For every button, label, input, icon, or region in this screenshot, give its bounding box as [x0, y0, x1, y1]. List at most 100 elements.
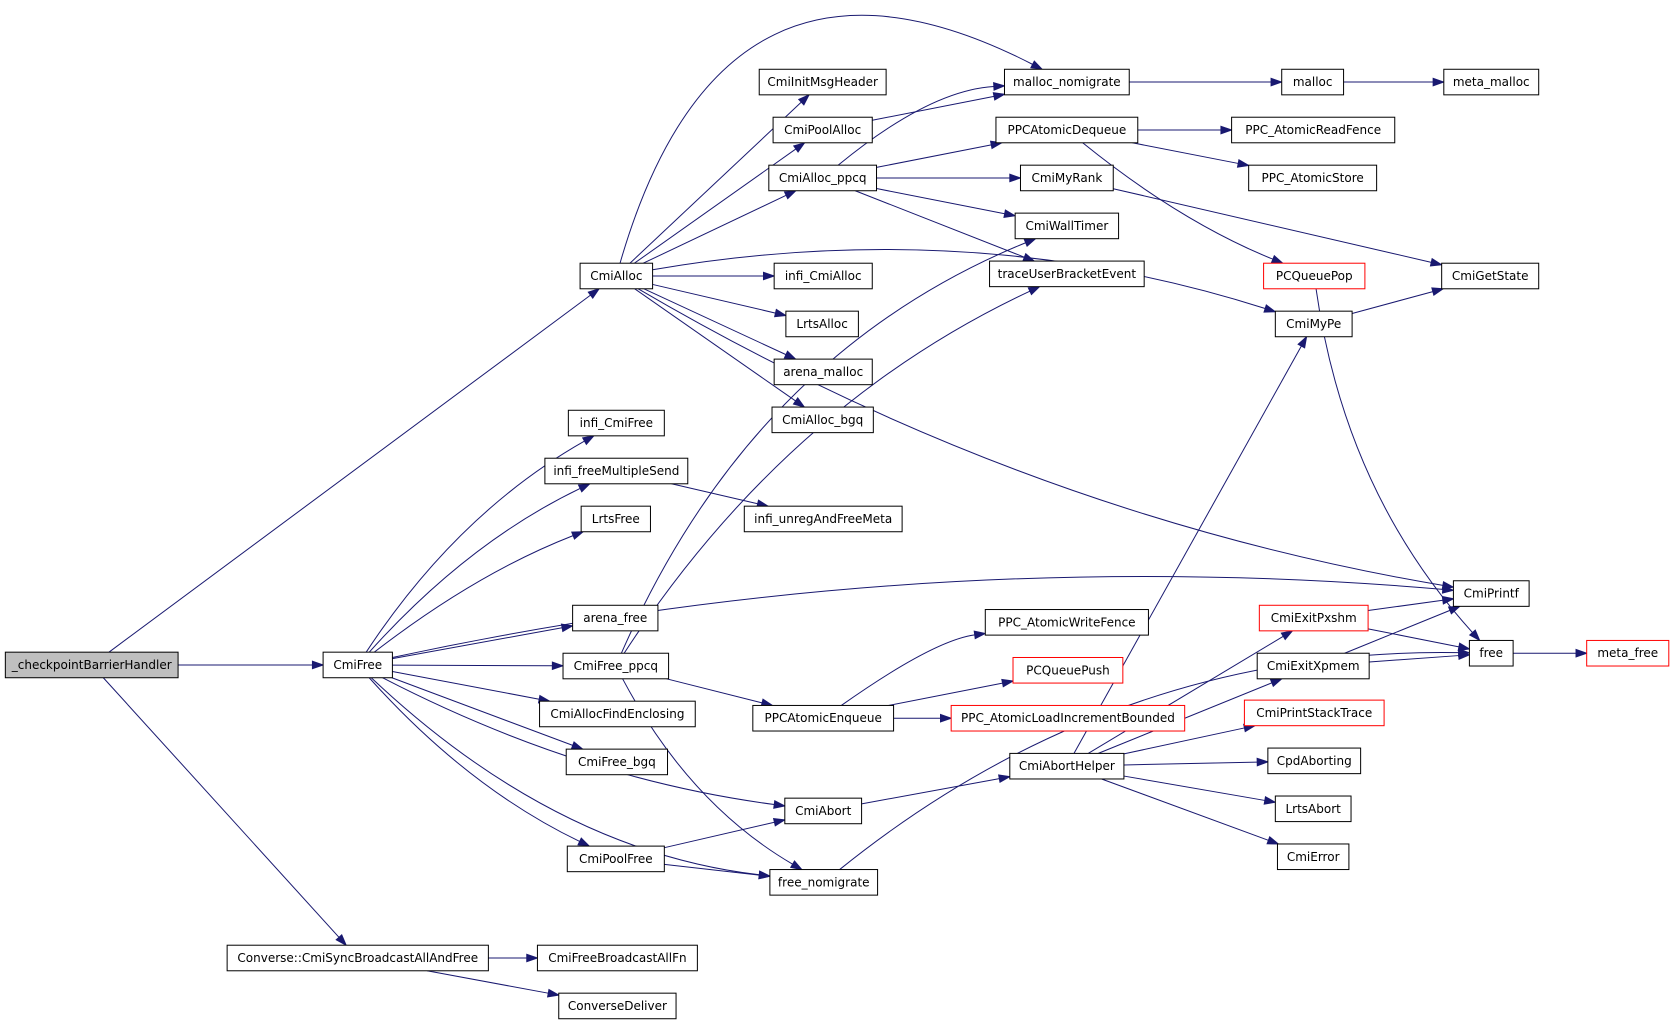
node-box	[1012, 656, 1124, 684]
edge-line	[368, 677, 580, 842]
node-arena_malloc[interactable]: arena_malloc	[773, 358, 873, 386]
node-malloc_nomigrate[interactable]: malloc_nomigrate	[1003, 68, 1130, 96]
arrowhead-icon	[772, 818, 787, 827]
node-box	[1019, 164, 1114, 192]
arrowhead-icon	[1447, 605, 1462, 615]
edge-line	[637, 288, 1443, 586]
node-box	[1009, 752, 1125, 780]
node-cmiwalltimer[interactable]: CmiWallTimer	[1014, 212, 1120, 240]
node-cmiallocfindenclosing[interactable]: CmiAllocFindEnclosing	[539, 700, 696, 728]
node-cmifreebcastallfn[interactable]: CmiFreeBroadcastAllFn	[536, 944, 698, 972]
node-lrtsalloc[interactable]: LrtsAlloc	[785, 310, 859, 338]
node-box	[580, 505, 651, 533]
node-infi_cmifree[interactable]: infi_CmiFree	[567, 409, 665, 437]
node-cmimyrank[interactable]: CmiMyRank	[1019, 164, 1114, 192]
node-cmifree_ppcq[interactable]: CmiFree_ppcq	[562, 652, 670, 680]
node-cpdaborting[interactable]: CpdAborting	[1267, 747, 1362, 775]
node-cmiabort[interactable]: CmiAbort	[784, 797, 863, 825]
node-cmiprintstacktrace[interactable]: CmiPrintStackTrace	[1243, 699, 1385, 727]
node-cmialloc_bgq[interactable]: CmiAlloc_bgq	[771, 406, 874, 434]
node-infi_freemultiplesend[interactable]: infi_freeMultipleSend	[544, 457, 689, 485]
node-cmigetstate[interactable]: CmiGetState	[1441, 262, 1540, 290]
node-cmifree_bgq[interactable]: CmiFree_bgq	[565, 748, 669, 776]
node-cmiexitxpmem[interactable]: CmiExitXpmem	[1256, 652, 1370, 680]
node-lrtsfree[interactable]: LrtsFree	[580, 505, 651, 533]
node-tracebracket[interactable]: traceUserBracketEvent	[989, 260, 1145, 288]
node-conversedeliver[interactable]: ConverseDeliver	[558, 992, 677, 1020]
node-lrtsabort[interactable]: LrtsAbort	[1274, 795, 1352, 823]
arrowhead-icon	[1266, 835, 1280, 845]
node-free[interactable]: free	[1468, 639, 1514, 667]
node-label: malloc_nomigrate	[1013, 75, 1121, 89]
edge-line	[643, 288, 787, 356]
node-ppc_atomicreadfence[interactable]: PPC_AtomicReadFence	[1231, 116, 1396, 144]
edge-line	[837, 85, 994, 166]
node-ppc_atomicstore[interactable]: PPC_AtomicStore	[1248, 164, 1378, 192]
node-box	[1276, 843, 1350, 871]
node-cmimype[interactable]: CmiMyPe	[1274, 310, 1353, 338]
node-box	[1443, 68, 1540, 96]
node-ppc_loadincbounded[interactable]: PPC_AtomicLoadIncrementBounded	[950, 704, 1186, 732]
node-cmipoolfree[interactable]: CmiPoolFree	[566, 845, 665, 873]
node-cmifree[interactable]: CmiFree	[322, 651, 393, 679]
edge-ppcatomicdequeue-to-ppc_atomicstore	[1132, 142, 1251, 168]
edge-cmiexitxpmem-to-cmiprintf	[1344, 605, 1462, 654]
node-pcqueuepush[interactable]: PCQueuePush	[1012, 656, 1124, 684]
edge-cmifree-to-cmiprintf	[392, 576, 1455, 658]
node-ppc_atomicwritefence[interactable]: PPC_AtomicWriteFence	[984, 609, 1149, 636]
node-label: CmiAbortHelper	[1019, 759, 1115, 773]
edge-line	[1113, 188, 1432, 263]
node-ppcatomicdequeue[interactable]: PPCAtomicDequeue	[995, 116, 1139, 144]
node-box	[769, 869, 879, 896]
node-checkpoint[interactable]: _checkpointBarrierHandler	[4, 651, 179, 679]
arrowhead-icon	[311, 660, 325, 670]
edge-line	[664, 821, 775, 849]
edge-cmipoolalloc-to-malloc_nomigrate	[872, 92, 1006, 121]
arrowhead-icon	[1009, 173, 1022, 183]
arrowhead-icon	[1263, 795, 1277, 805]
node-pcqueuepop[interactable]: PCQueuePop	[1263, 262, 1366, 290]
function-nodes: _checkpointBarrierHandler CmiAllocCmiFree…	[4, 68, 1670, 1020]
edge-infi_freemultiplesend-to-infi_unregandfreemeta	[671, 483, 770, 508]
edge-line	[1368, 599, 1443, 612]
edge-line	[634, 288, 796, 402]
node-cmiaborthelper[interactable]: CmiAbortHelper	[1009, 752, 1125, 780]
edge-cmialloc-to-malloc_nomigrate	[619, 14, 1044, 264]
edge-line	[855, 190, 1025, 258]
edge-line	[1315, 288, 1473, 633]
node-syncbcast[interactable]: Converse::CmiSyncBroadcastAllAndFree	[226, 944, 489, 972]
edge-cmipoolfree-to-free_nomigrate	[664, 863, 772, 880]
node-infi_unregandfreemeta[interactable]: infi_unregAndFreeMeta	[743, 505, 903, 533]
node-malloc[interactable]: malloc	[1281, 68, 1345, 96]
node-box	[579, 262, 654, 290]
node-cmiprintf[interactable]: CmiPrintf	[1452, 580, 1530, 607]
node-cmiexitpxshm[interactable]: CmiExitPxshm	[1258, 604, 1369, 632]
edge-cmifree-to-cmifree_ppcq	[392, 661, 565, 671]
node-meta_free[interactable]: meta_free	[1586, 639, 1670, 667]
node-cmialloc[interactable]: CmiAlloc	[579, 262, 654, 290]
node-meta_malloc[interactable]: meta_malloc	[1443, 68, 1540, 96]
arrowhead-icon	[1429, 257, 1444, 267]
edge-line	[652, 283, 776, 314]
edge-cmialloc_ppcq-to-ppcatomicdequeue	[876, 140, 1004, 168]
node-cmialloc_ppcq[interactable]: CmiAlloc_ppcq	[768, 164, 878, 192]
node-label: malloc	[1293, 75, 1333, 89]
node-box	[743, 505, 903, 533]
node-label: LrtsAlloc	[796, 317, 847, 331]
node-ppcatomicenqueue[interactable]: PPCAtomicEnqueue	[752, 704, 895, 732]
node-box	[322, 651, 393, 679]
node-infi_cmialloc[interactable]: infi_CmiAlloc	[773, 262, 873, 290]
edge-line	[368, 487, 581, 653]
node-label: CmiExitPxshm	[1271, 611, 1357, 625]
node-label: PPCAtomicDequeue	[1007, 123, 1126, 137]
edge-cmialloc-to-cmipoolalloc	[634, 141, 806, 264]
node-cmierror[interactable]: CmiError	[1276, 843, 1350, 871]
node-arena_free[interactable]: arena_free	[572, 604, 659, 632]
node-cmiinitmsgheader[interactable]: CmiInitMsgHeader	[758, 68, 887, 96]
node-cmipoolalloc[interactable]: CmiPoolAlloc	[772, 116, 873, 144]
node-free_nomigrate[interactable]: free_nomigrate	[769, 869, 879, 896]
arrowhead-icon	[571, 531, 585, 540]
edge-line	[841, 634, 975, 706]
edge-cmiabort-to-cmiaborthelper	[861, 774, 1012, 805]
edge-cmimype-to-cmigetstate	[1351, 287, 1445, 315]
